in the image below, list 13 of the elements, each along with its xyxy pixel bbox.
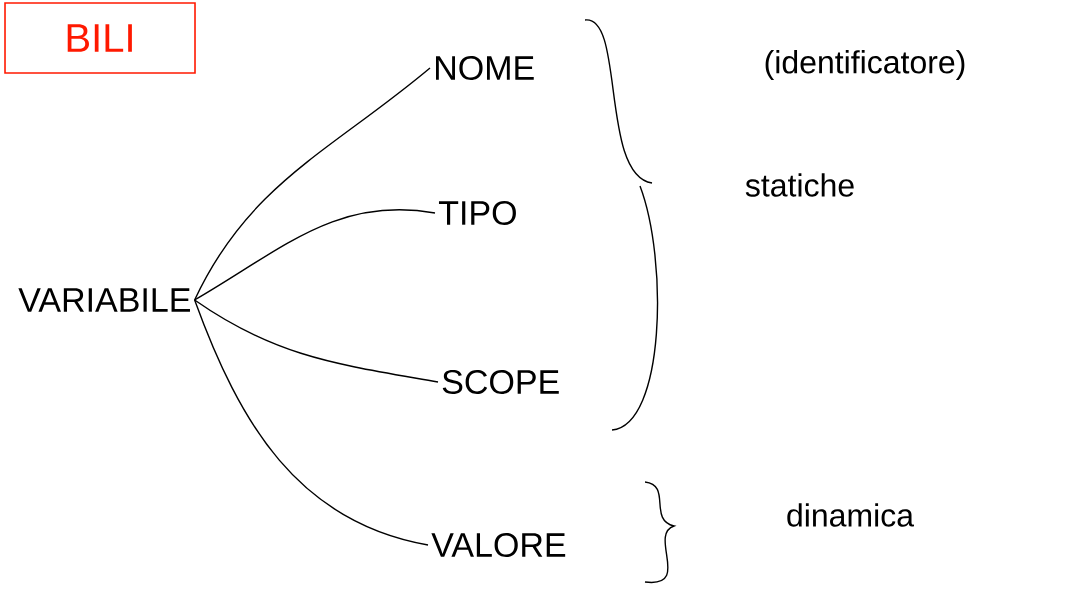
annotation: dinamica xyxy=(787,503,914,527)
node-label: VARIABILE xyxy=(18,288,190,312)
node-label: SCOPE xyxy=(442,369,559,395)
node-label: NOME xyxy=(436,55,534,81)
node-label: VALORE xyxy=(431,532,566,558)
connector-line xyxy=(193,299,439,383)
annotation: (identificatore) xyxy=(765,50,965,80)
connector-line xyxy=(193,209,436,301)
connector-line xyxy=(193,299,429,546)
node-label: TIPO xyxy=(439,200,516,226)
framed-title: BILI xyxy=(4,2,196,74)
annotation: statiche xyxy=(745,173,854,197)
connector-line xyxy=(193,67,431,301)
